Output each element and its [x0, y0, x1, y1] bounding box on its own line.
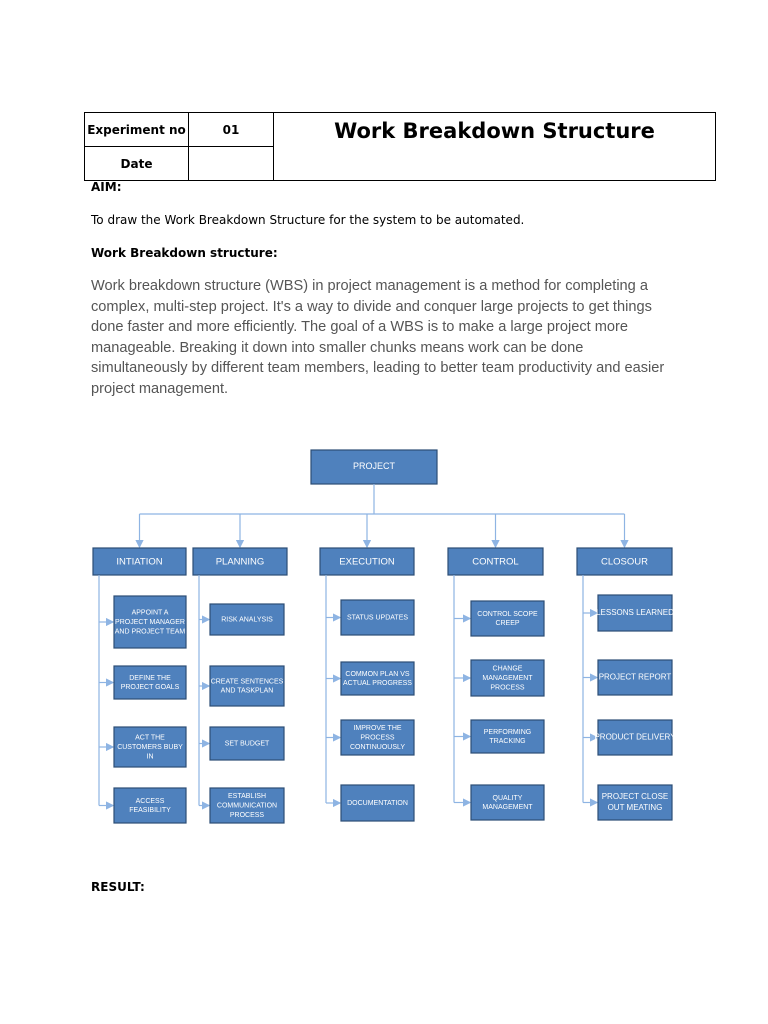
phase-box-label: CLOSOUR — [601, 556, 648, 567]
task-box-label: LESSONS LEARNED — [596, 608, 674, 617]
task-box-label: PRODUCT DELIVERY — [594, 733, 676, 742]
task-box — [470, 659, 545, 697]
wbs-heading: Work Breakdown structure: — [91, 246, 278, 260]
task-box — [209, 665, 285, 707]
root-project-box-label: PROJECT — [353, 461, 396, 471]
phase-box — [192, 547, 288, 576]
experiment-header-table: Experiment no 01 Work Breakdown Structur… — [84, 112, 716, 181]
root-project-box — [310, 449, 438, 485]
phase-box-label: CONTROL — [472, 556, 518, 567]
task-box — [113, 787, 187, 824]
phase-box — [319, 547, 415, 576]
task-box — [470, 719, 545, 754]
task-box — [597, 719, 673, 756]
task-box — [209, 726, 285, 761]
task-box — [113, 726, 187, 768]
wbs-description: Work breakdown structure (WBS) in projec… — [91, 278, 665, 397]
result-heading: RESULT: — [91, 880, 145, 894]
task-box — [113, 665, 187, 700]
date-label: Date — [84, 146, 189, 181]
task-box — [340, 719, 415, 756]
task-box-label: RISK ANALYSIS — [221, 616, 273, 623]
experiment-no-label: Experiment no — [84, 112, 189, 147]
task-box — [597, 659, 673, 696]
phase-box — [576, 547, 673, 576]
aim-text: To draw the Work Breakdown Structure for… — [91, 213, 525, 227]
task-box — [209, 787, 285, 824]
phase-box-label: PLANNING — [216, 556, 265, 567]
task-box — [597, 784, 673, 821]
task-box-label: DOCUMENTATION — [347, 800, 408, 807]
task-box-label: SET BUDGET — [225, 740, 270, 747]
phase-box-label: INTIATION — [116, 556, 162, 567]
task-box-label: PROJECT REPORT — [599, 673, 672, 682]
phase-box-label: EXECUTION — [339, 556, 395, 567]
phase-box — [92, 547, 187, 576]
document-title: Work Breakdown Structure — [273, 112, 716, 181]
task-box — [209, 603, 285, 636]
task-box — [597, 594, 673, 632]
task-box — [470, 600, 545, 637]
date-value — [188, 146, 274, 181]
task-box — [113, 595, 187, 649]
task-box-label: STATUS UPDATES — [347, 614, 408, 621]
task-box — [340, 599, 415, 636]
task-box — [340, 784, 415, 822]
experiment-no-value: 01 — [188, 112, 274, 147]
task-box — [470, 784, 545, 821]
task-box — [340, 661, 415, 696]
aim-heading: AIM: — [91, 180, 122, 194]
phase-box — [447, 547, 544, 576]
